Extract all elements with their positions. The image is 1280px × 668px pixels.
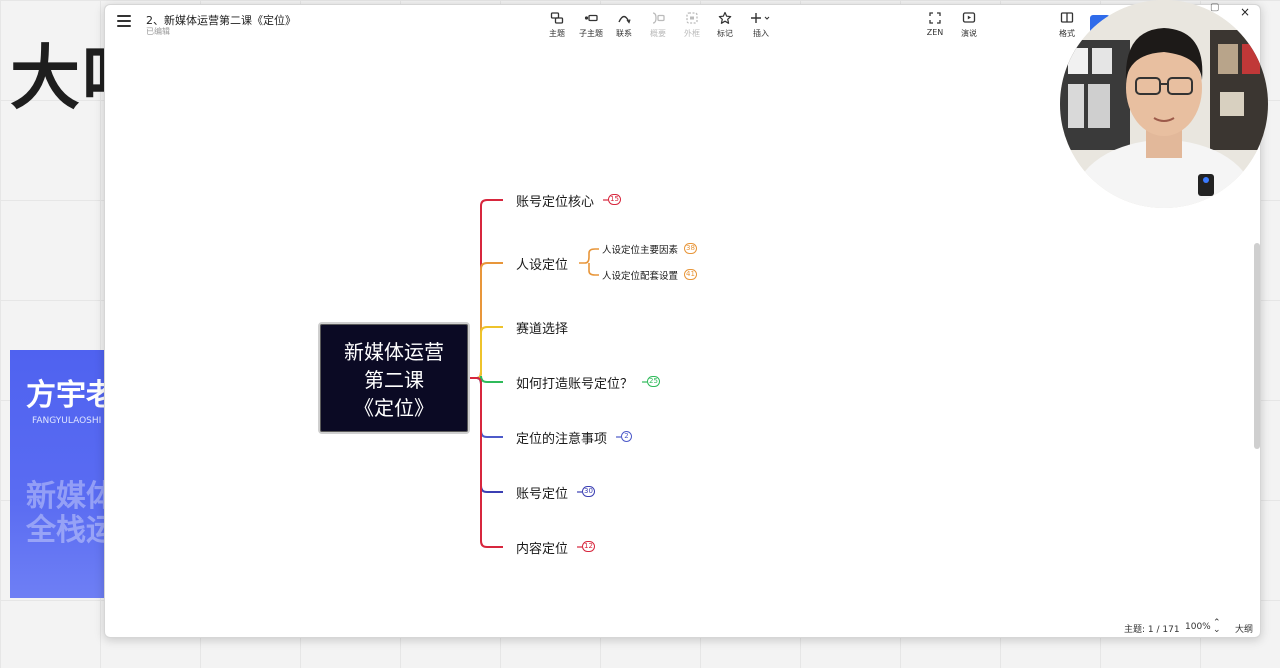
document-status: 已编辑 [146,27,170,36]
summary-label: 概要 [650,29,666,38]
background-brand-name: 方宇老 [26,378,116,413]
background-brand-tagline: 新媒体 全栈运 [26,480,116,548]
document-title[interactable]: 2、新媒体运营第二课《定位》 [146,14,296,27]
central-topic[interactable]: 新媒体运营 第二课 《定位》 [318,322,470,434]
branch-connector [470,262,503,379]
relation-button[interactable]: 联系 [604,11,644,39]
title-bar: 2、新媒体运营第二课《定位》 已编辑 主题 子主题 联系 概要 [105,5,1260,43]
branch-connector [470,199,503,379]
summary-button[interactable]: 概要 [638,11,678,39]
branch-topic[interactable]: 定位的注意事项 [516,432,608,447]
format-panel-button[interactable]: 格式 [1047,11,1087,39]
topic-count: 主题: 1 / 171 [1124,625,1180,635]
topic-icon [537,11,577,25]
outline-button[interactable]: 大纲 [1235,625,1254,635]
close-icon[interactable]: × [1240,5,1251,19]
background-brand-panel: 方宇老 FANGYULAOSHI 新媒体 全栈运 [10,350,120,598]
hamburger-menu-icon[interactable] [117,15,131,27]
subtopic-icon [571,11,611,25]
minimize-icon[interactable]: ▢ [1210,2,1220,13]
topic-label: 主题 [549,29,565,38]
status-bar: 主题: 1 / 171 100% ⌃⌄ 大纲 [105,617,1260,637]
tagline-line-2: 全栈运 [26,513,116,548]
zen-button[interactable]: ZEN [915,11,955,37]
collapsed-count-badge[interactable]: 38 [684,243,697,254]
mindmap-connectors [470,199,648,548]
zen-label: ZEN [926,28,944,37]
central-topic-line-3: 《定位》 [354,396,434,420]
branch-topic[interactable]: 账号定位核心 [516,195,595,210]
format-label: 格式 [1059,29,1075,38]
relation-icon [604,11,644,25]
branch-connector [470,377,503,493]
branch-topic[interactable]: 赛道选择 [516,322,569,337]
collapsed-count-badge[interactable]: 2 [621,431,633,442]
star-icon [705,11,745,25]
branch-connector [470,377,503,548]
play-screen-icon [949,11,989,25]
branch-topic[interactable]: 如何打造账号定位？ [516,377,634,392]
tagline-line-1: 新媒体 [26,479,116,514]
branch-topic[interactable]: 内容定位 [516,542,569,557]
marker-label: 标记 [717,29,733,38]
collapsed-count-badge[interactable]: 30 [582,486,595,497]
sub-branch-topic[interactable]: 人设定位主要因素 [602,245,679,256]
collapsed-count-badge[interactable]: 41 [684,269,697,280]
central-topic-line-1: 新媒体运营 [344,340,444,364]
collapsed-count-badge[interactable]: 12 [582,541,595,552]
fullscreen-icon [915,11,955,25]
insert-label: 插入 [753,29,769,38]
background-brand-sub: FANGYULAOSHI [32,416,102,426]
webcam-presenter-video [1060,0,1268,208]
boundary-button[interactable]: 外框 [672,11,712,39]
presenter-image [1060,0,1268,208]
subtopic-button[interactable]: 子主题 [571,11,611,39]
branch-connector [470,326,503,379]
collapsed-count-badge[interactable]: 15 [608,194,621,205]
branch-connector [470,377,503,438]
subtopic-label: 子主题 [579,29,603,38]
side-panel-icon [1047,11,1087,25]
sub-branch-connector [579,248,599,276]
central-topic-line-2: 第二课 [364,368,424,392]
summary-icon [638,11,678,25]
zoom-level[interactable]: 100% [1185,622,1211,632]
present-button[interactable]: 演说 [949,11,989,39]
vertical-scrollbar[interactable] [1254,243,1260,449]
boundary-icon [672,11,712,25]
relation-label: 联系 [616,29,632,38]
insert-button[interactable]: 插入 [741,11,781,39]
plus-chevron-icon [741,11,781,25]
present-label: 演说 [961,29,977,38]
boundary-label: 外框 [684,29,700,38]
collapsed-count-badge[interactable]: 25 [647,376,660,387]
sub-branch-topic[interactable]: 人设定位配套设置 [602,271,679,282]
mindmap-canvas[interactable]: 新媒体运营 第二课 《定位》 账号定位核心 15 人设定位赛道选择如何打造账号定位？… [105,43,1260,608]
marker-button[interactable]: 标记 [705,11,745,39]
branch-topic[interactable]: 账号定位 [516,487,569,502]
zoom-stepper-icon[interactable]: ⌃⌄ [1213,618,1221,635]
branch-topic[interactable]: 人设定位 [516,258,569,273]
topic-button[interactable]: 主题 [537,11,577,39]
